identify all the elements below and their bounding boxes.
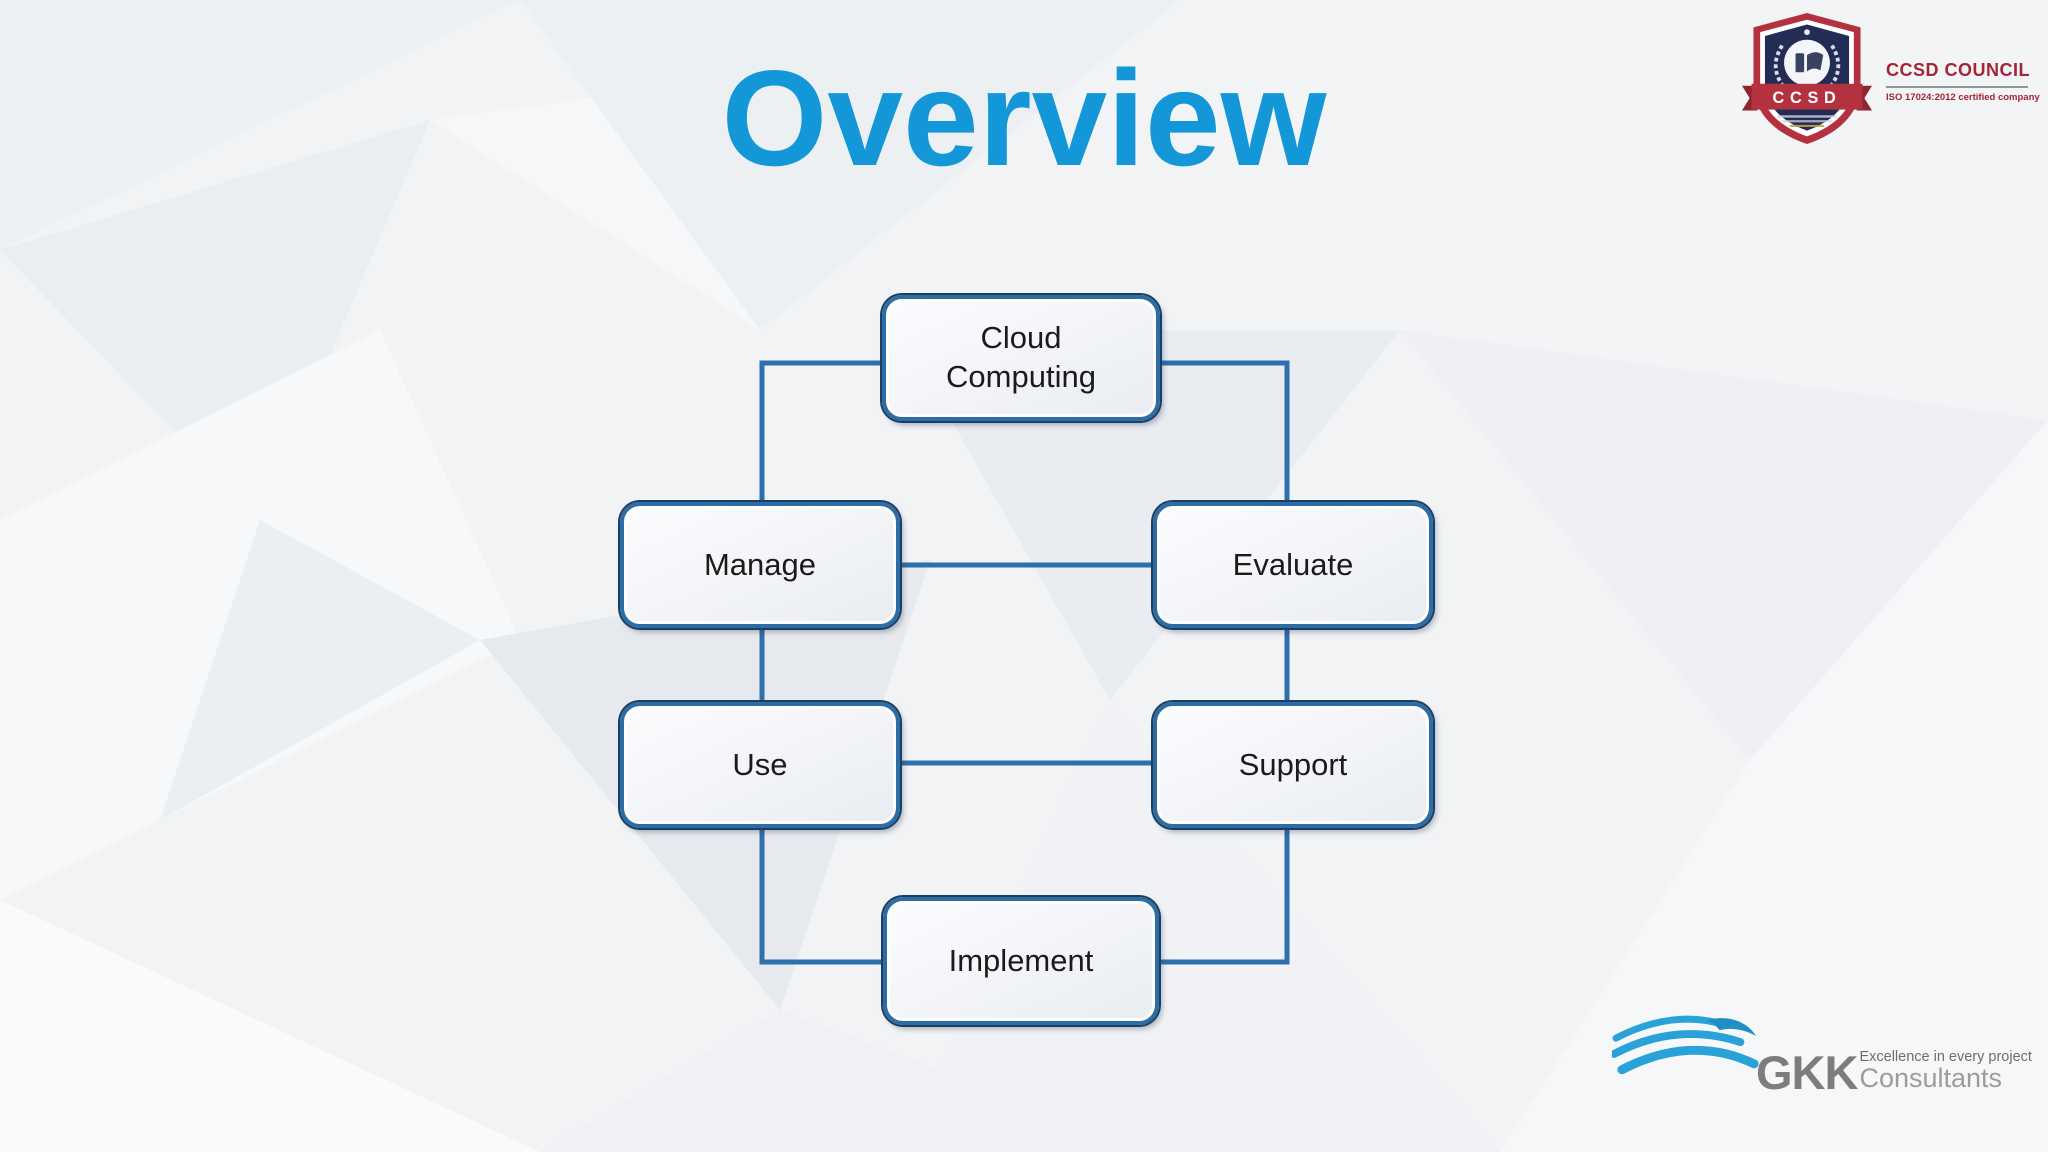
gkk-subname: Consultants — [1859, 1063, 2003, 1093]
diagram-node-evaluate: Evaluate — [1153, 502, 1433, 628]
gkk-tagline: Excellence in every project — [1859, 1048, 2032, 1065]
diagram-node-cloud-computing: Cloud Computing — [882, 295, 1160, 421]
ccsd-shield-icon: CCSD — [1742, 13, 1872, 145]
ccsd-divider — [1886, 86, 2028, 88]
node-label: Use — [732, 746, 788, 782]
diagram-node-implement: Implement — [883, 897, 1159, 1025]
diagram-node-manage: Manage — [620, 502, 900, 628]
connector-use-implement — [759, 824, 886, 965]
ccsd-council-name: CCSD COUNCIL — [1886, 60, 2030, 80]
connector-cloud-manage — [759, 360, 886, 506]
node-label: Implement — [948, 942, 1094, 978]
gkk-name: GKK — [1756, 1046, 1858, 1100]
ccsd-council-logo: CCSD CCSD COUNCIL ISO 17024:2012 certifi… — [1742, 8, 2040, 150]
connector-cloud-evaluate — [1156, 360, 1290, 506]
ccsd-certification-text: ISO 17024:2012 certified company — [1886, 92, 2040, 103]
diagram-node-use: Use — [620, 702, 900, 828]
gkk-swoosh-icon — [1612, 1015, 1759, 1075]
node-label: Support — [1238, 746, 1348, 782]
connector-support-implement — [1156, 824, 1290, 965]
gkk-consultants-logo: GKK Excellence in every project Consulta… — [1612, 1012, 2032, 1100]
ccsd-badge-text: CCSD — [1773, 89, 1842, 107]
page-title: Overview — [721, 42, 1327, 194]
node-label: Manage — [703, 546, 817, 582]
diagram-node-support: Support — [1153, 702, 1433, 828]
node-label: Cloud Computing — [946, 320, 1096, 394]
node-label: Evaluate — [1232, 546, 1354, 582]
